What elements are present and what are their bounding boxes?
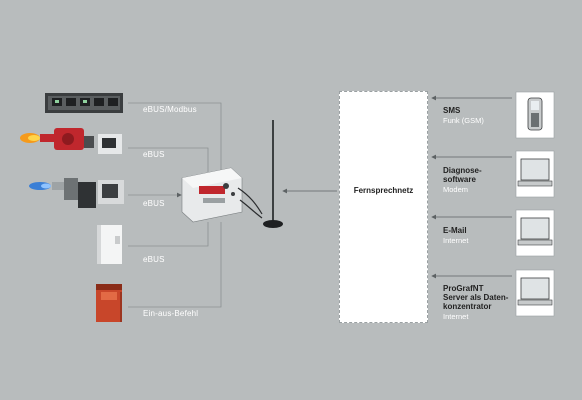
right-title-prografnt: ProGrafNT Server als Daten- konzentrator xyxy=(443,284,509,311)
right-subtitle-sms: Funk (GSM) xyxy=(443,116,484,125)
right-subtitle-diagnose: Modem xyxy=(443,185,469,194)
laptop-icon xyxy=(515,150,555,198)
controller-unit xyxy=(181,167,243,223)
link-label-on-off: Ein-aus-Befehl xyxy=(143,309,199,318)
link-label-ebus-modbus: eBUS/Modbus xyxy=(143,105,197,114)
mobile-phone-icon xyxy=(515,91,555,139)
right-title-diagnose: Diagnose- software xyxy=(443,166,482,184)
right-subtitle-prografnt: Internet xyxy=(443,312,469,321)
link-label-ebus-oil: eBUS xyxy=(143,150,165,159)
right-subtitle-email: Internet xyxy=(443,236,469,245)
right-connectors xyxy=(431,95,512,279)
gas-burner-icon xyxy=(29,178,124,208)
left-connectors xyxy=(128,102,222,308)
right-title-email: E-Mail xyxy=(443,226,467,235)
oil-burner-icon xyxy=(20,128,122,154)
gsm-antenna xyxy=(237,120,283,228)
link-label-ebus-gas: eBUS xyxy=(143,199,165,208)
link-line-4 xyxy=(128,222,209,247)
floor-boiler-icon xyxy=(96,284,122,322)
right-title-sms: SMS xyxy=(443,106,461,115)
link-line-1 xyxy=(128,102,222,172)
boiler-controller-rack-icon xyxy=(45,93,123,113)
laptop-icon xyxy=(515,209,555,257)
telephone-network-box: Fernsprechnetz xyxy=(339,91,428,323)
link-line-5 xyxy=(128,222,222,308)
laptop-icon xyxy=(515,269,555,317)
wall-boiler-icon xyxy=(97,225,122,264)
network-title: Fernsprechnetz xyxy=(353,186,414,195)
link-line-2 xyxy=(128,147,209,172)
link-label-ebus-wall: eBUS xyxy=(143,255,165,264)
